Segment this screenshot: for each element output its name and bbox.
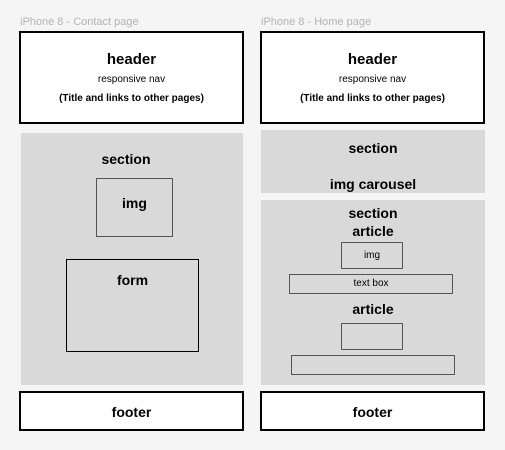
home-article1-textbox: text box [289, 274, 453, 294]
contact-form-placeholder: form [66, 259, 199, 352]
home-article1-img: img [341, 242, 403, 269]
contact-header-box: header responsive nav (Title and links t… [19, 31, 244, 124]
contact-header-note: (Title and links to other pages) [59, 93, 204, 104]
home-carousel-label: img carousel [329, 176, 417, 192]
contact-section-title: section [101, 151, 151, 167]
frame-title-home: iPhone 8 - Home page [261, 16, 372, 28]
home-article2-img [341, 323, 403, 350]
home-article1-title: article [352, 223, 394, 239]
contact-footer-label: footer [111, 404, 152, 420]
home-article2-title: article [352, 301, 394, 317]
home-section-carousel-box: section img carousel [261, 130, 485, 193]
contact-img-placeholder: img [96, 178, 173, 237]
home-section2-title: section [348, 205, 398, 221]
home-section1-title: section [348, 140, 398, 156]
home-article1-img-label: img [363, 250, 381, 261]
home-header-title: header [347, 51, 398, 68]
frame-title-contact: iPhone 8 - Contact page [20, 16, 139, 28]
home-footer-box: footer [260, 391, 485, 431]
contact-header-subtitle: responsive nav [97, 74, 166, 85]
contact-img-label: img [122, 195, 147, 211]
home-article1-textbox-label: text box [353, 278, 389, 289]
home-header-subtitle: responsive nav [338, 74, 407, 85]
contact-footer-box: footer [19, 391, 244, 431]
home-section-articles-box: section article img text box article [261, 200, 485, 385]
home-footer-label: footer [352, 404, 393, 420]
contact-header-title: header [106, 51, 157, 68]
contact-form-label: form [116, 272, 149, 288]
home-header-box: header responsive nav (Title and links t… [260, 31, 485, 124]
home-header-note: (Title and links to other pages) [300, 93, 445, 104]
home-article2-textbox [291, 355, 455, 375]
contact-section-box: section img form [21, 133, 243, 385]
